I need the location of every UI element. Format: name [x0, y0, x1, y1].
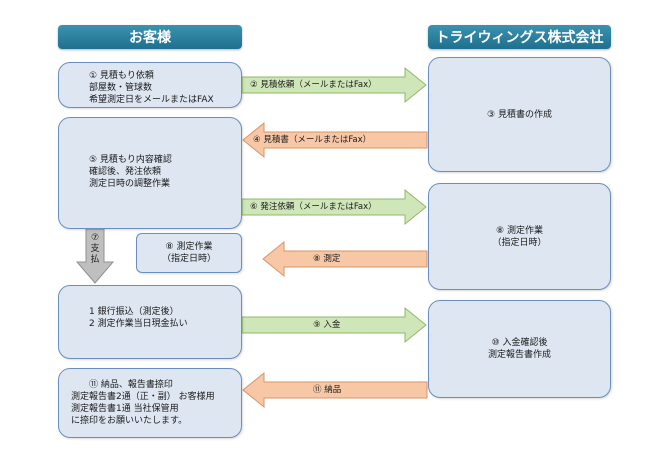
step-5-confirm-box: ⑤ 見積もり内容確認 確認後、発注依頼 測定日時の調整作業: [58, 117, 242, 229]
arrow-2-shape: [241, 66, 427, 104]
arrow-7-label: ⑦ 支 払: [88, 233, 102, 266]
step-1-line-1: ① 見積もり依頼: [89, 71, 154, 81]
company-header-label: トライウィングス株式会社: [435, 30, 604, 46]
step-8-customer-line-1: ⑧ 測定作業: [165, 242, 213, 252]
arrow-4-label: ④ 見積書（メールまたはFax）: [253, 135, 372, 145]
company-header: トライウィングス株式会社: [428, 25, 611, 49]
step-5-line-1: ⑤ 見積もり内容確認: [89, 155, 172, 165]
step-8-customer-line-2: （指定日時）: [161, 254, 216, 264]
step-11-delivery-box: ⑪ 納品、報告書捺印 測定報告書2通（正・副） お客様用 測定報告書1通 当社保…: [58, 368, 242, 438]
step-8-company-box: ⑧ 測定作業 （指定日時）: [428, 183, 611, 290]
step-10-line-1: ⑩ 入金確認後: [491, 338, 548, 348]
step-10-report-box: ⑩ 入金確認後 測定報告書作成: [428, 300, 611, 398]
arrow-7-number: ⑦: [90, 233, 100, 243]
arrow-7-text-1: 支: [90, 244, 100, 254]
step-1-request-box: ① 見積もり依頼 部屋数・管球数 希望測定日をメールまたはFAX: [58, 62, 242, 108]
arrow-4-shape: [242, 121, 428, 159]
step-9-line-2: 2 測定作業当日現金払い: [89, 319, 188, 329]
customer-header-label: お客様: [129, 30, 171, 46]
arrow-9-shape: [241, 306, 427, 344]
arrow-11-shape: [242, 371, 428, 409]
step-5-line-3: 測定日時の調整作業: [89, 179, 171, 189]
arrow-9-label: ⑨ 入金: [313, 320, 341, 330]
arrow-8-shape: [262, 240, 428, 278]
step-11-line-3: 測定報告書1通 当社保管用: [71, 404, 179, 414]
arrow-11-label: ⑪ 納品: [313, 385, 342, 395]
step-11-line-2: 測定報告書2通（正・副） お客様用: [71, 392, 215, 402]
arrow-8-label: ⑧ 測定: [313, 254, 341, 264]
step-8-customer-box: ⑧ 測定作業 （指定日時）: [136, 233, 242, 273]
arrow-2-label: ② 見積依頼（メールまたはFax）: [250, 80, 377, 90]
arrow-6-label: ⑥ 発注依頼（メールまたはFax）: [250, 202, 377, 212]
step-5-line-2: 確認後、発注依頼: [89, 167, 162, 177]
step-3-line-1: ③ 見積書の作成: [487, 109, 552, 120]
step-9-payment-box: 1 銀行振込（測定後） 2 測定作業当日現金払い: [58, 285, 242, 359]
step-9-line-1: 1 銀行振込（測定後）: [89, 307, 179, 317]
customer-header: お客様: [58, 25, 242, 49]
step-11-line-1: ⑪ 納品、報告書捺印: [89, 380, 173, 390]
arrow-6-shape: [241, 188, 427, 226]
step-3-estimate-box: ③ 見積書の作成: [428, 57, 611, 172]
step-8-company-line-1: ⑧ 測定作業: [496, 225, 543, 236]
arrow-7-text-2: 払: [90, 255, 100, 265]
step-11-line-4: に捺印をお願いいたします。: [71, 416, 188, 426]
step-1-line-3: 希望測定日をメールまたはFAX: [89, 95, 214, 105]
step-8-company-line-2: （指定日時）: [492, 237, 547, 248]
arrow-7-shape: [75, 228, 115, 284]
step-10-line-2: 測定報告書作成: [487, 350, 551, 360]
step-1-line-2: 部屋数・管球数: [89, 83, 153, 93]
